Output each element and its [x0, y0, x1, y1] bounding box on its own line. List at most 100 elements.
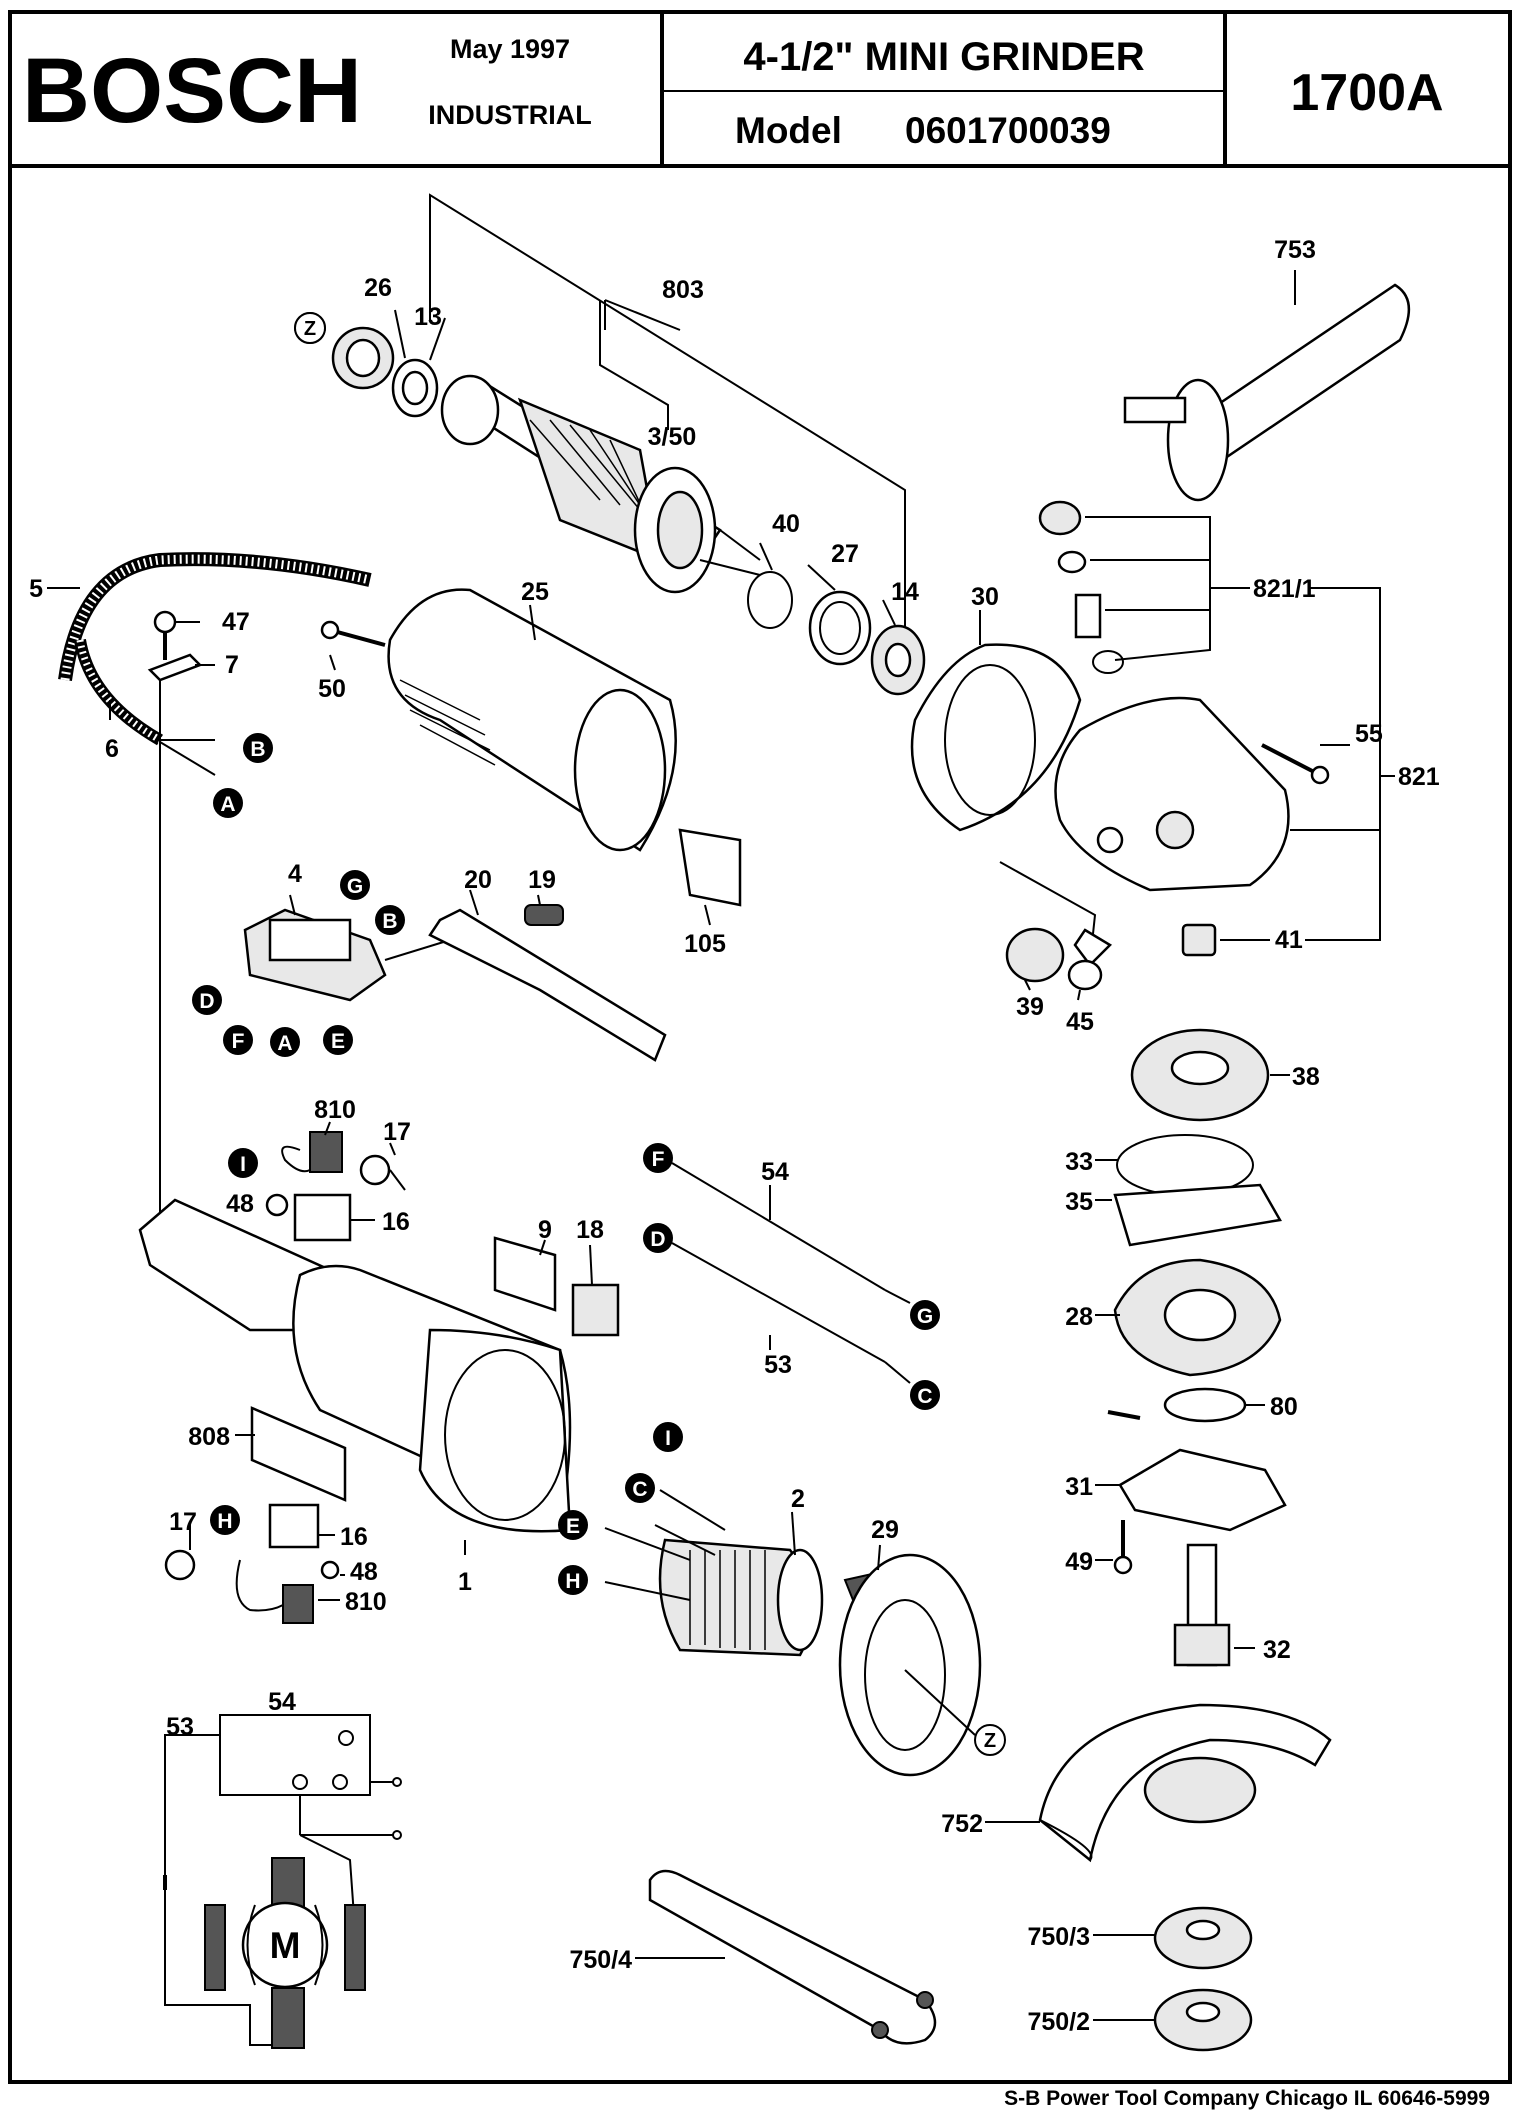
connector-badge-a-cord: [213, 788, 243, 818]
part-label-753: 753: [1274, 236, 1316, 264]
part-label-50: 50: [318, 675, 346, 703]
connector-z-bottom: Z: [984, 1730, 996, 1752]
connector-i-upper: I: [240, 1153, 246, 1176]
field-housing: [138, 1198, 620, 1533]
spanner-wrench: [635, 1869, 937, 2045]
part-label-40: 40: [772, 510, 800, 538]
part-label-803: 803: [662, 276, 704, 304]
connector-badge-g-lead: [910, 1300, 940, 1330]
switch-assembly: [243, 904, 667, 1062]
part-label-53-lead: 53: [764, 1351, 792, 1379]
part-label-30: 30: [971, 583, 999, 611]
gear-housing-assembly: [910, 500, 1395, 991]
connector-e-field: E: [566, 1515, 580, 1538]
part-label-32: 32: [1263, 1636, 1291, 1664]
field-and-baffle: [604, 1489, 1006, 1777]
part-label-31: 31: [1065, 1473, 1093, 1501]
connector-f-lead: F: [652, 1148, 665, 1171]
part-label-750-2: 750/2: [1027, 2008, 1090, 2036]
connector-c-lead: C: [917, 1385, 932, 1408]
part-label-821-1: 821/1: [1253, 575, 1316, 603]
connector-badge-c-lead: [910, 1380, 940, 1410]
connector-badge-b-switch: [375, 905, 405, 935]
connector-g-switch: G: [347, 875, 363, 898]
part-label-41: 41: [1275, 926, 1303, 954]
date: May 1997: [450, 34, 570, 64]
part-label-2: 2: [791, 1485, 805, 1513]
part-label-13: 13: [414, 303, 442, 331]
part-label-750-3: 750/3: [1027, 1923, 1090, 1951]
part-label-28: 28: [1065, 1303, 1093, 1331]
part-label-16-upper: 16: [382, 1208, 410, 1236]
part-label-17-lower: 17: [169, 1508, 197, 1536]
connector-c-field: C: [632, 1478, 647, 1501]
schematic-motor-symbol: M: [270, 1925, 301, 1966]
part-label-33: 33: [1065, 1148, 1093, 1176]
connector-badge-f-lead: [643, 1143, 673, 1173]
part-label-25: 25: [521, 578, 549, 606]
connector-z-top: Z: [304, 318, 316, 340]
part-label-48-lower: 48: [350, 1558, 378, 1586]
part-label-54-lead: 54: [761, 1158, 789, 1186]
connector-i-field: I: [665, 1427, 671, 1450]
armature-assembly: [294, 193, 926, 696]
title-block: BOSCH May 1997 INDUSTRIAL 4-1/2" MINI GR…: [8, 10, 1512, 2084]
part-label-821: 821: [1398, 763, 1440, 791]
connector-badge-d-lead: [643, 1223, 673, 1253]
connector-badges: Z B A G B D F A E I F D G C H I C E H: [192, 312, 996, 1752]
footer-company: S-B Power Tool Company Chicago IL 60646-…: [1004, 2087, 1490, 2110]
part-label-810-lower: 810: [345, 1588, 387, 1616]
part-label-14: 14: [891, 578, 919, 606]
connector-e-switch: E: [331, 1030, 345, 1053]
connector-badge-f-switch: [223, 1025, 253, 1055]
brush-holders: [164, 1131, 406, 1624]
part-label-4: 4: [288, 860, 302, 888]
part-label-48-upper: 48: [226, 1190, 254, 1218]
connector-badge-b-cord: [243, 733, 273, 763]
part-label-29: 29: [871, 1516, 899, 1544]
part-label-39: 39: [1016, 993, 1044, 1021]
leader-lines: [109, 309, 1081, 1601]
part-label-3-50: 3/50: [648, 423, 697, 451]
part-label-105: 105: [684, 930, 726, 958]
connector-h-lower: H: [217, 1510, 232, 1533]
connector-b-cord: B: [250, 738, 265, 761]
connector-g-lead: G: [917, 1305, 933, 1328]
wiring-schematic: [163, 1714, 402, 2049]
connector-badge-a-switch: [270, 1027, 300, 1057]
connector-badge-e-field: [558, 1510, 588, 1540]
schematic-label-53: 53: [166, 1713, 194, 1741]
connector-f-switch: F: [232, 1030, 245, 1053]
connector-badge-d-switch: [192, 985, 222, 1015]
part-label-808: 808: [188, 1423, 230, 1451]
connector-badge-e-switch: [323, 1025, 353, 1055]
schematic-label-54: 54: [268, 1688, 296, 1716]
auxiliary-handle: [1123, 270, 1411, 502]
part-label-750-4: 750/4: [569, 1946, 632, 1974]
part-label-47: 47: [222, 608, 250, 636]
connector-d-switch: D: [199, 990, 214, 1013]
part-label-49: 49: [1065, 1548, 1093, 1576]
part-label-1: 1: [458, 1568, 472, 1596]
connector-a-cord: A: [220, 793, 235, 816]
part-label-35: 35: [1065, 1188, 1093, 1216]
part-label-80: 80: [1270, 1393, 1298, 1421]
part-label-9: 9: [538, 1216, 552, 1244]
part-label-20: 20: [464, 866, 492, 894]
part-label-16-lower: 16: [340, 1523, 368, 1551]
part-label-6: 6: [105, 735, 119, 763]
part-label-27: 27: [831, 540, 859, 568]
connector-badge-h-field: [558, 1565, 588, 1595]
connector-badge-g-switch: [340, 870, 370, 900]
connection-leads: [671, 1162, 911, 1384]
part-label-17-upper: 17: [383, 1118, 411, 1146]
part-labels: 753 803 26 13 3/50 40 27 14 30 821/1 821…: [29, 236, 1440, 2036]
power-cord: [47, 552, 372, 1230]
connector-a-switch: A: [277, 1032, 292, 1055]
part-label-752: 752: [941, 1810, 983, 1838]
brand-logo: BOSCH: [22, 40, 362, 142]
connector-h-field: H: [565, 1570, 580, 1593]
spindle-stack: [985, 1028, 1332, 2052]
part-label-810-upper: 810: [314, 1096, 356, 1124]
